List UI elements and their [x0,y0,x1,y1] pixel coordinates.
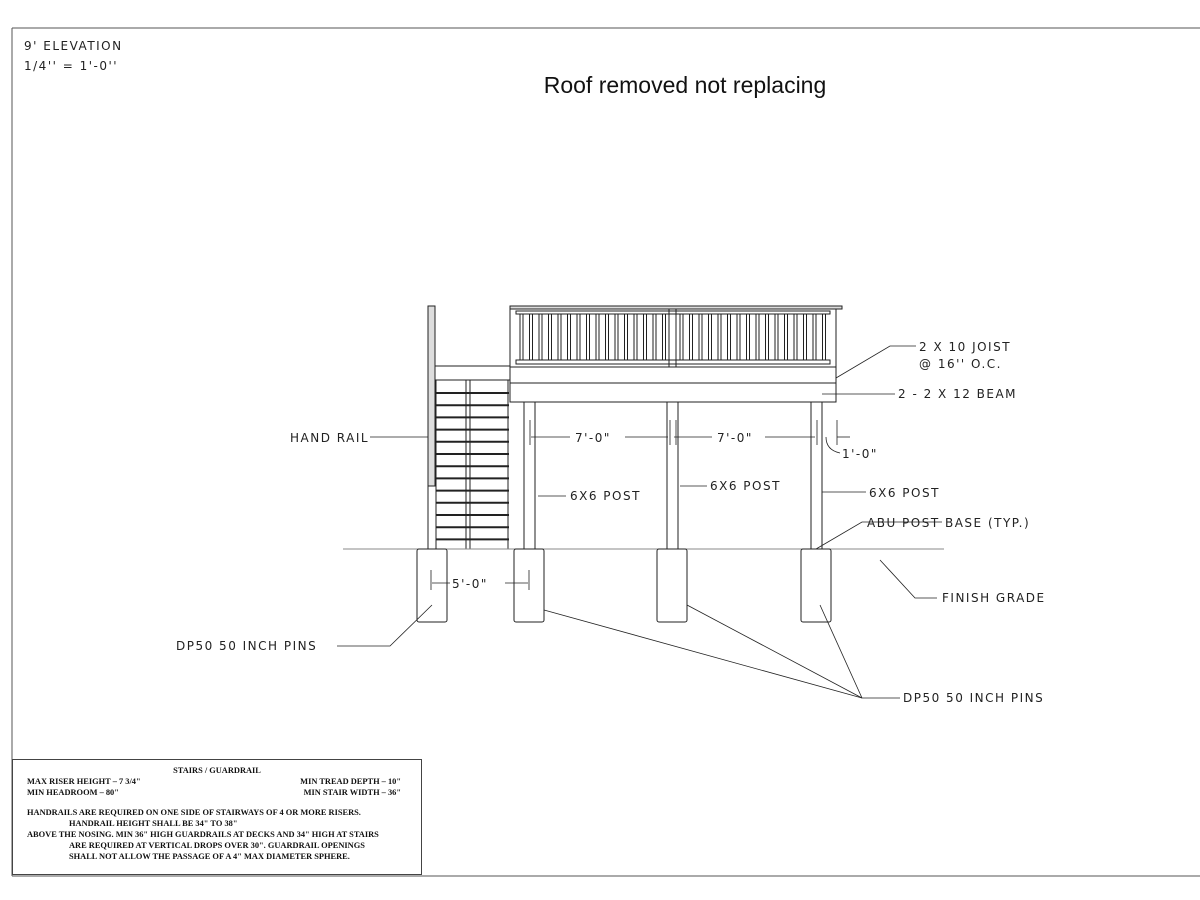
balusters [519,313,826,361]
baluster [586,313,590,361]
beam-label: 2 - 2 X 12 BEAM [898,387,1017,401]
baluster [822,313,826,361]
baluster [538,313,543,361]
notes-title: STAIRS / GUARDRAIL [173,766,261,775]
overhang-dimension: 1'-0" [842,447,878,461]
span-1-dimension: 7'-0" [575,431,611,445]
pier-3 [656,548,688,623]
stair-landing [434,365,511,381]
baluster [519,313,524,361]
min-headroom: MIN HEADROOM – 80" [27,788,119,797]
stairs-guardrail-notes: STAIRS / GUARDRAIL MAX RISER HEIGHT – 7 … [12,759,422,875]
labels: 2 X 10 JOIST @ 16'' O.C. 2 - 2 X 12 BEAM… [176,340,1046,705]
annotations [337,345,942,699]
baluster [689,313,693,361]
post-3 [810,401,823,550]
baluster [557,313,562,361]
stair-offset-dimension: 5'-0" [452,577,488,591]
baluster [708,313,712,361]
note-line-3: ABOVE THE NOSING. MIN 36" HIGH GUARDRAIL… [27,830,379,839]
joist-label-1: 2 X 10 JOIST [919,340,1011,354]
deck-structure [343,305,944,623]
pins-left-label: DP50 50 INCH PINS [176,639,317,653]
hand-rail [427,305,436,487]
pier-4 [800,548,832,623]
hand-rail-label: HAND RAIL [290,431,369,445]
baluster [736,313,741,361]
baluster [614,313,619,361]
baluster [567,313,571,361]
note-line-5: SHALL NOT ALLOW THE PASSAGE OF A 4" MAX … [69,852,350,861]
baluster [662,313,666,361]
note-line-4: ARE REQUIRED AT VERTICAL DROPS OVER 30".… [69,841,365,850]
post-base-label: ABU POST BASE (TYP.) [867,516,1030,530]
finish-grade-label: FINISH GRADE [942,591,1046,605]
joist-band [509,366,837,384]
beam [509,382,837,403]
baluster [605,313,609,361]
baluster [529,313,533,361]
pier-2 [513,548,545,623]
span-2-dimension: 7'-0" [717,431,753,445]
min-stair-width: MIN STAIR WIDTH – 36" [303,788,401,797]
baluster [765,313,769,361]
note-line-1: HANDRAILS ARE REQUIRED ON ONE SIDE OF ST… [27,808,361,817]
baluster [774,313,779,361]
min-tread: MIN TREAD DEPTH – 10" [300,777,401,786]
view-name: 9' ELEVATION [24,39,123,53]
baluster [576,313,581,361]
pins-right-label: DP50 50 INCH PINS [903,691,1044,705]
baluster [595,313,600,361]
baluster [793,313,798,361]
baluster [803,313,807,361]
baluster [643,313,647,361]
baluster [698,313,703,361]
pier-1 [416,548,448,623]
post-1-label: 6X6 POST [570,489,641,503]
post-3-label: 6X6 POST [869,486,940,500]
baluster [548,313,552,361]
baluster [784,313,788,361]
stair-treads [436,392,509,541]
joist-label-2: @ 16'' O.C. [919,357,1002,371]
post-2-label: 6X6 POST [710,479,781,493]
scale-label: 1/4'' = 1'-0'' [24,59,118,73]
baluster [727,313,731,361]
baluster [624,313,628,361]
max-riser: MAX RISER HEIGHT – 7 3/4" [27,777,141,786]
baluster [746,313,750,361]
baluster [812,313,817,361]
guardrail-post [668,308,677,368]
note-line-2: HANDRAIL HEIGHT SHALL BE 34" TO 38" [69,819,238,828]
post-1 [523,401,536,550]
page-title: Roof removed not replacing [544,72,827,98]
baluster [755,313,760,361]
baluster [652,313,657,361]
baluster [717,313,722,361]
baluster [633,313,638,361]
baluster [679,313,684,361]
